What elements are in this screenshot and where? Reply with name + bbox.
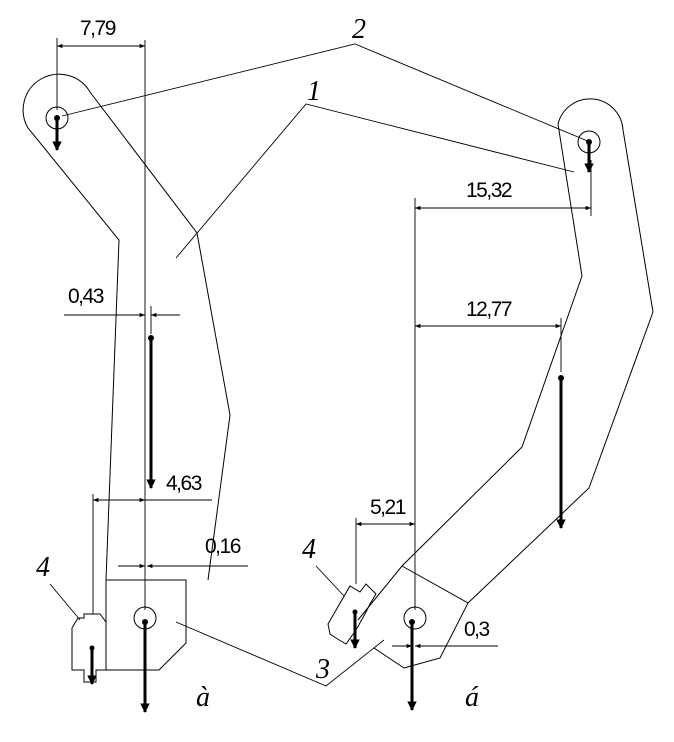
label-left-part4: 4: [36, 552, 50, 583]
leader-part3: [175, 621, 385, 687]
dim-right-low-label: 5,21: [370, 496, 406, 519]
right-arm-outline: [357, 98, 654, 621]
dim-right-mid-label: 12,77: [466, 298, 512, 321]
left-mid-load-dot: [148, 335, 154, 341]
label-part2: 2: [352, 14, 366, 45]
label-view-a: à: [196, 682, 210, 713]
dim-left-top-label: 7,79: [80, 17, 116, 40]
leader-part1: [175, 103, 575, 259]
dim-right-top-label: 15,32: [466, 179, 512, 202]
label-part3: 3: [315, 654, 330, 685]
left-part4-block: [71, 613, 107, 683]
right-base-block: [373, 565, 469, 669]
dim-left-base-label: 0,16: [205, 535, 241, 558]
right-linkage: 15,32 12,77 5,21 0,3 4 á: [302, 98, 654, 713]
leader-left-part4: [49, 583, 81, 621]
dim-right-base-label: 0,3: [464, 618, 490, 641]
shared-leaders: 2 1 3: [61, 14, 591, 687]
left-linkage: 7,79 0,43 4,63 0,16 4 à: [22, 17, 248, 713]
left-arm-outline: [22, 73, 231, 581]
label-part1: 1: [307, 76, 321, 107]
right-mid-load-dot: [558, 375, 564, 381]
dim-left-mid-label: 0,43: [68, 285, 104, 308]
leader-part2: [61, 43, 591, 143]
dim-left-low-label: 4,63: [166, 472, 202, 495]
leader-right-part4: [315, 565, 345, 597]
label-right-part4: 4: [302, 534, 316, 565]
label-view-b: á: [465, 682, 479, 713]
right-base-pivot-circle: [403, 606, 427, 630]
right-part4-block: [327, 583, 377, 645]
